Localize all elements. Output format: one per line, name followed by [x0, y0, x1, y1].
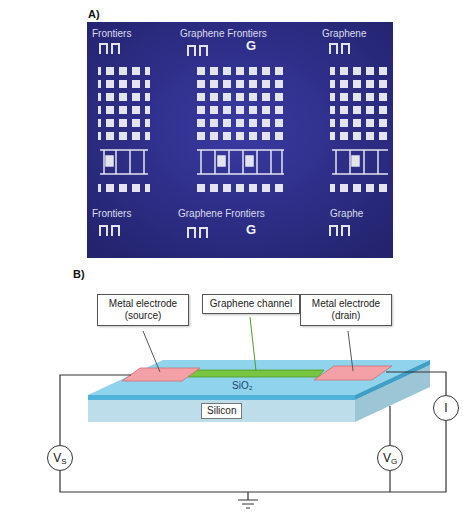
- chip-text: Graphe: [330, 208, 363, 220]
- panel-letter: B): [73, 268, 85, 281]
- symbol-subscript: S: [61, 457, 66, 466]
- logo-letter: G: [246, 222, 256, 237]
- chip-text: Graphene: [322, 28, 366, 40]
- symbol-letter: V: [383, 451, 391, 465]
- callout-box: Metal electrode (source): [97, 294, 189, 326]
- logo-letter: G: [246, 38, 256, 53]
- graphene-channel: [188, 370, 324, 377]
- oxide-front: [88, 395, 355, 400]
- pad-grid: [98, 64, 390, 195]
- callout-box: Metal electrode (drain): [300, 294, 392, 326]
- chip-text: Frontiers: [92, 208, 131, 220]
- silicon-front: [88, 400, 355, 422]
- callout-box: Graphene channel: [202, 294, 300, 314]
- panel-letter: A): [88, 8, 100, 21]
- symbol-subscript: G: [391, 457, 397, 466]
- oxide-top: [88, 360, 430, 395]
- ammeter-symbol: I: [433, 395, 459, 421]
- voltage-source-symbol: VS: [47, 445, 73, 471]
- callout-text: Metal electrode (drain): [306, 298, 386, 322]
- circuit-wires: [60, 372, 446, 492]
- source-electrode: [122, 368, 200, 381]
- callout-text: Silicon: [207, 405, 236, 416]
- symbol-letter: V: [53, 451, 61, 465]
- layer-label-box: Silicon: [201, 403, 242, 419]
- chip-photo: [87, 22, 393, 258]
- symbol-letter: I: [444, 401, 447, 415]
- voltage-source-symbol: VG: [377, 445, 403, 471]
- chip-text: Frontiers: [92, 28, 131, 40]
- layer-label: SiO₂: [232, 380, 253, 392]
- lead-row: [100, 150, 388, 174]
- ground-symbol: [238, 492, 258, 508]
- callout-text: Graphene channel: [208, 298, 294, 310]
- callout-text: Metal electrode (source): [103, 298, 183, 322]
- chip-text: Graphene Frontiers: [178, 208, 265, 220]
